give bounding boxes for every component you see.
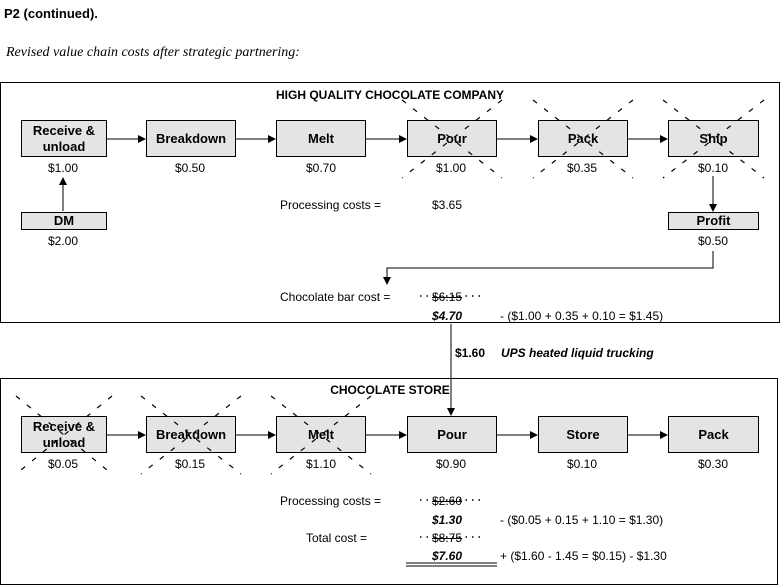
page-heading: P2 (continued). bbox=[4, 6, 98, 21]
company-title: HIGH QUALITY CHOCOLATE COMPANY bbox=[276, 88, 504, 102]
transfer-label: UPS heated liquid trucking bbox=[501, 346, 654, 360]
company-cost-melt: $0.70 bbox=[305, 161, 337, 175]
store-cost-breakdown: $0.15 bbox=[174, 457, 206, 471]
dm-cost: $2.00 bbox=[47, 234, 79, 248]
store-step-pour: Pour bbox=[407, 416, 497, 453]
company-step-breakdown: Breakdown bbox=[146, 120, 236, 157]
store-cost-pack: $0.30 bbox=[697, 457, 729, 471]
store-step-melt: Melt bbox=[276, 416, 366, 453]
page-subtitle: Revised value chain costs after strategi… bbox=[6, 45, 300, 60]
total-cost-note: + ($1.60 - 1.45 = $0.15) - $1.30 bbox=[500, 549, 667, 563]
store-cost-pour: $0.90 bbox=[435, 457, 467, 471]
transfer-amount: $1.60 bbox=[455, 346, 486, 360]
store-processing-note: - ($0.05 + 0.15 + 1.10 = $1.30) bbox=[500, 513, 664, 527]
store-processing-old: $2.60 bbox=[432, 494, 463, 508]
profit-box: Profit bbox=[668, 212, 759, 230]
dm-box: DM bbox=[21, 212, 107, 230]
company-step-ship: Ship bbox=[668, 120, 759, 157]
store-title: CHOCOLATE STORE bbox=[330, 383, 450, 397]
store-processing-new: $1.30 bbox=[432, 513, 463, 527]
company-cost-receive: $1.00 bbox=[47, 161, 79, 175]
profit-cost: $0.50 bbox=[697, 234, 729, 248]
store-step-receive: Receive & unload bbox=[21, 416, 107, 453]
company-cost-pour: $1.00 bbox=[435, 161, 467, 175]
store-cost-store: $0.10 bbox=[566, 457, 598, 471]
company-cost-breakdown: $0.50 bbox=[174, 161, 206, 175]
store-step-pack: Pack bbox=[668, 416, 759, 453]
store-cost-melt: $1.10 bbox=[305, 457, 337, 471]
company-cost-pack: $0.35 bbox=[566, 161, 598, 175]
total-cost-old: $8.75 bbox=[432, 531, 463, 545]
company-step-pour: Pour bbox=[407, 120, 497, 157]
store-cost-receive: $0.05 bbox=[47, 457, 79, 471]
company-step-pack: Pack bbox=[538, 120, 628, 157]
store-processing-label: Processing costs = bbox=[280, 494, 382, 508]
company-step-receive: Receive & unload bbox=[21, 120, 107, 157]
bar-cost-old: $6.15 bbox=[432, 290, 463, 304]
bar-cost-new: $4.70 bbox=[432, 309, 463, 323]
company-processing-label: Processing costs = bbox=[280, 198, 382, 212]
total-cost-new: $7.60 bbox=[432, 549, 463, 563]
company-step-melt: Melt bbox=[276, 120, 366, 157]
total-cost-label: Total cost = bbox=[306, 531, 368, 545]
company-panel bbox=[0, 82, 780, 323]
bar-cost-note: - ($1.00 + 0.35 + 0.10 = $1.45) bbox=[500, 309, 664, 323]
company-cost-ship: $0.10 bbox=[697, 161, 729, 175]
store-step-store: Store bbox=[538, 416, 628, 453]
bar-cost-label: Chocolate bar cost = bbox=[280, 290, 391, 304]
company-processing-value: $3.65 bbox=[432, 198, 463, 212]
store-step-breakdown: Breakdown bbox=[146, 416, 236, 453]
